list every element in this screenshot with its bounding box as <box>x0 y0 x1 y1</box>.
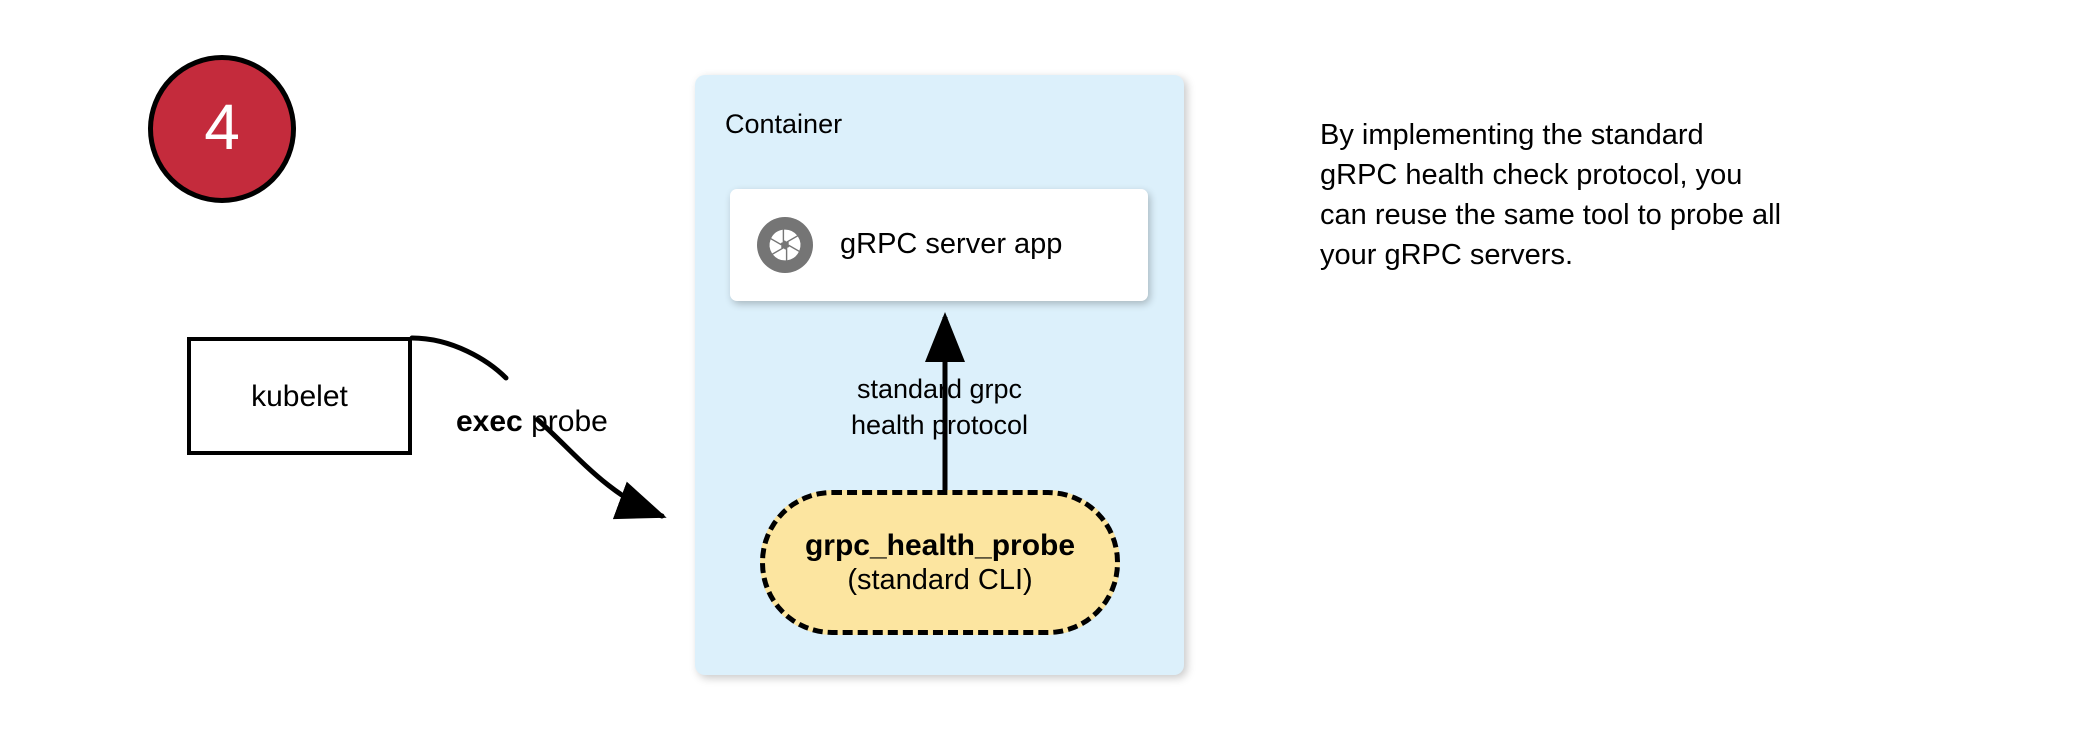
exec-probe-arrow <box>409 335 667 520</box>
exec-probe-keyword: exec <box>456 405 523 438</box>
grpc-aperture-icon <box>757 217 813 273</box>
grpc-health-probe-node: grpc_health_probe (standard CLI) <box>760 490 1120 635</box>
kubelet-node: kubelet <box>187 337 412 455</box>
standard-protocol-arrow <box>925 312 965 495</box>
kubelet-label: kubelet <box>251 379 348 413</box>
annotation-line-1: By implementing the standard <box>1320 119 1704 151</box>
annotation-line-4: your gRPC servers. <box>1320 239 1574 272</box>
step-number-text: 4 <box>204 91 240 163</box>
grpc-server-app-label: gRPC server app <box>840 228 1063 261</box>
grpc-health-probe-title: grpc_health_probe <box>804 528 1076 562</box>
annotation-line-3: can reuse the same tool to probe all <box>1320 199 1782 232</box>
grpc-health-probe-subtitle: (standard CLI) <box>847 564 1033 597</box>
annotation-text: By implementing the standard gRPC health… <box>1320 115 1920 275</box>
exec-probe-suffix: probe <box>522 405 608 438</box>
annotation-line-2: gRPC health check protocol, you <box>1320 159 1743 192</box>
step-number-badge: 4 <box>148 55 296 203</box>
exec-probe-edge-label: exec probe <box>456 405 608 438</box>
grpc-server-app-card: gRPC server app <box>730 189 1148 301</box>
container-title: Container <box>725 109 843 139</box>
